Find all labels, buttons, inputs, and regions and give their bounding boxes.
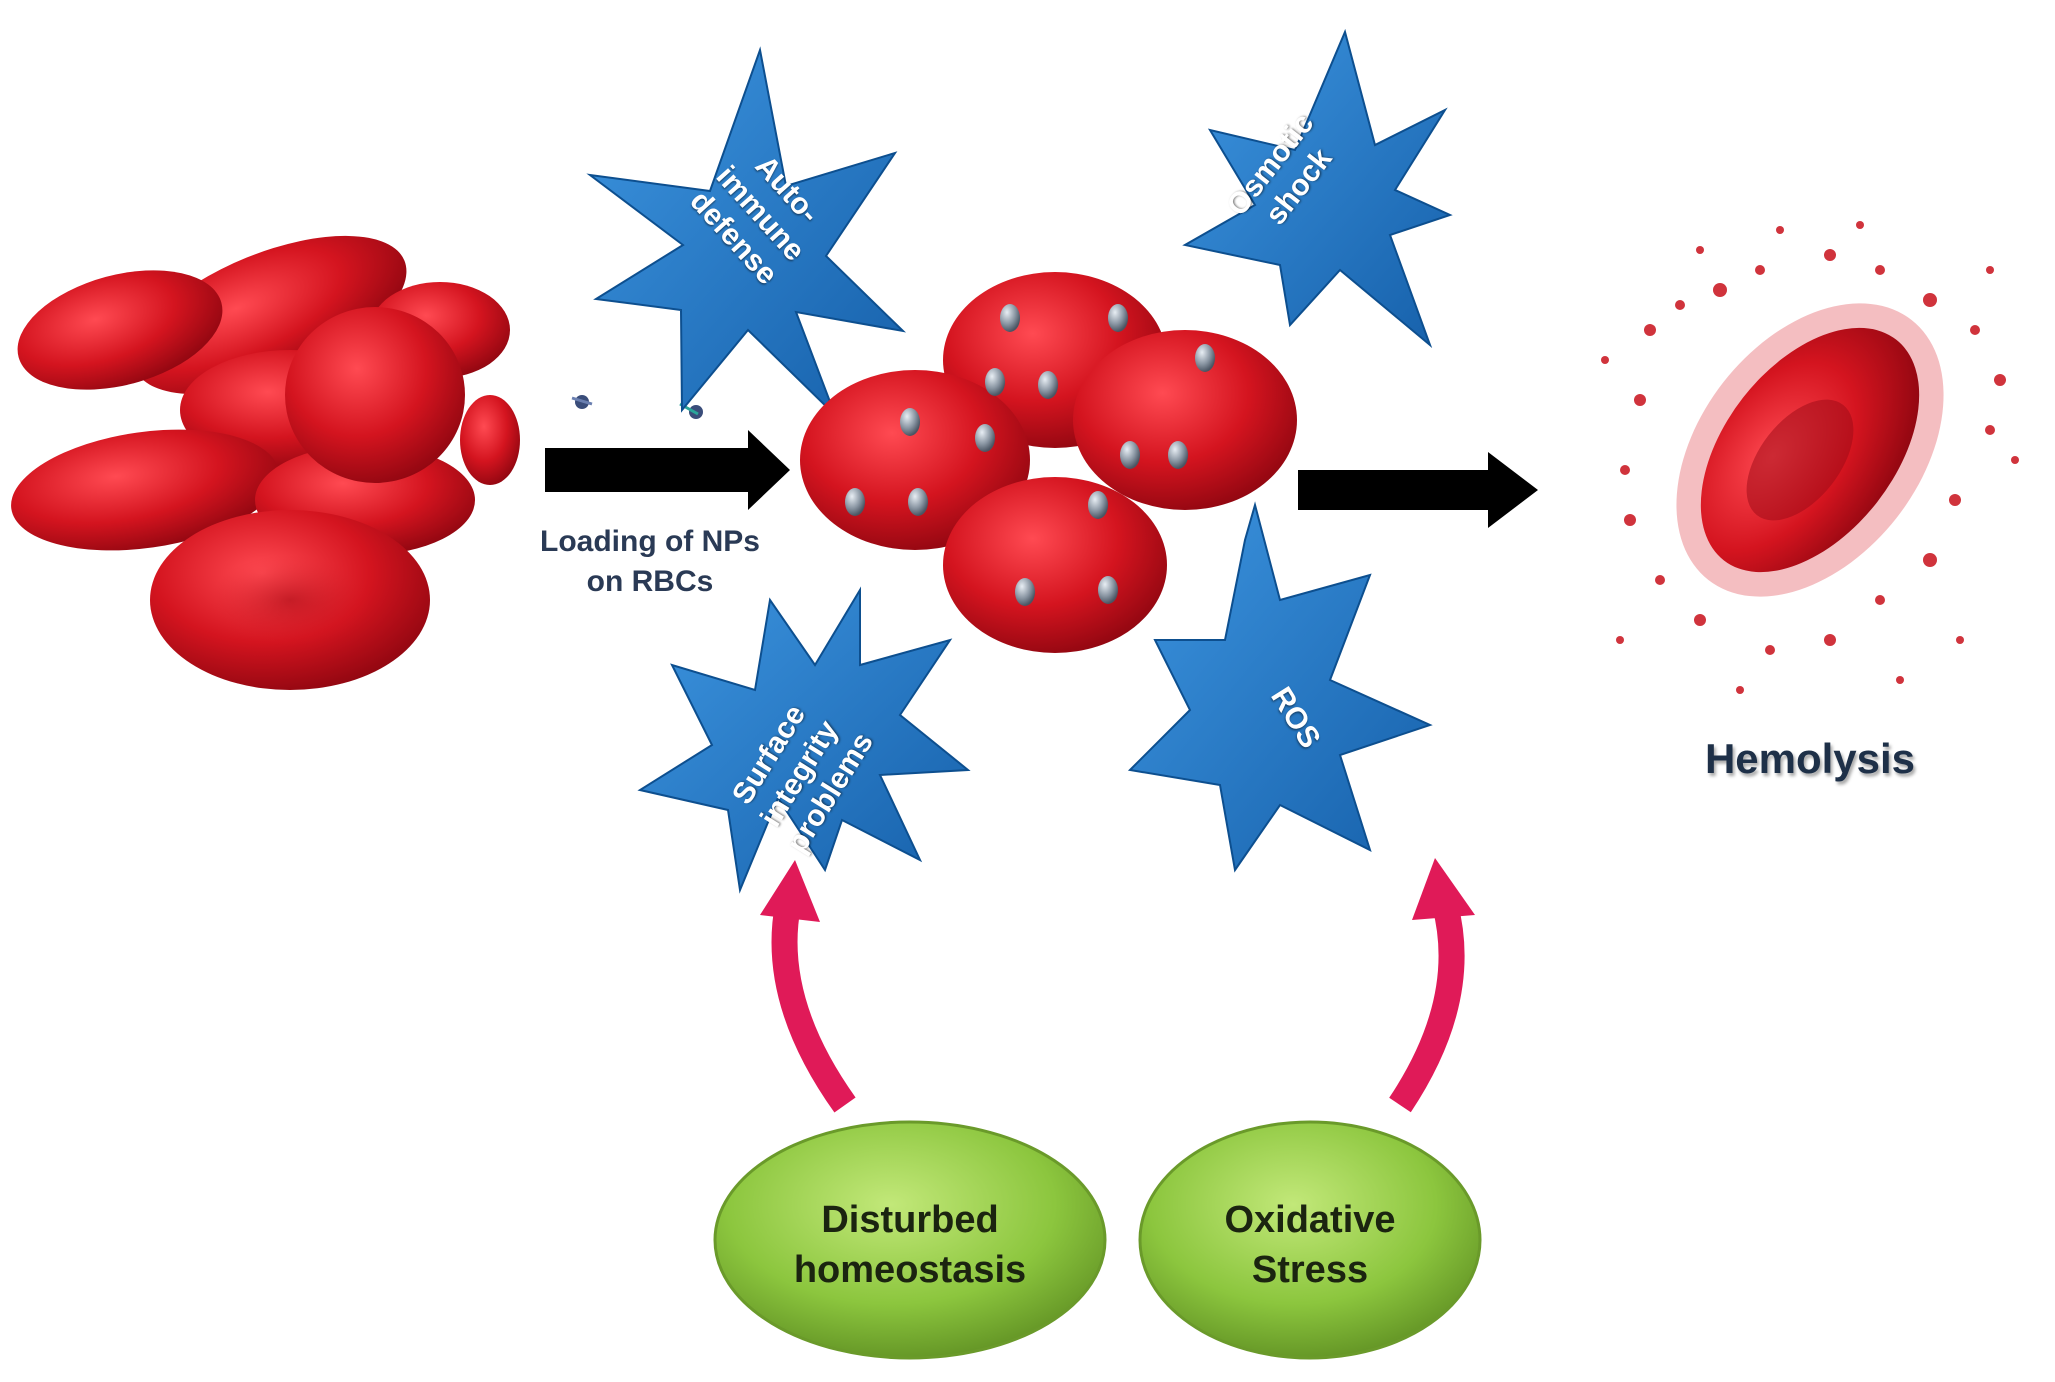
nanoparticle-icons (571, 395, 703, 419)
ruptured-rbc (1601, 221, 2019, 694)
arrow-hemolysis (1298, 452, 1538, 528)
autoimmune-defense-star (586, 46, 907, 416)
rbc-cell (17, 270, 223, 390)
rbc-cell (285, 307, 465, 483)
curved-arrow-oxidative (1389, 858, 1475, 1113)
oxidative-stress-label: Oxidative Stress (1224, 1199, 1396, 1291)
oxidative-stress-oval (1138, 1120, 1482, 1360)
rbc-cell (133, 235, 407, 395)
loaded-rbc (1073, 330, 1297, 510)
nanoparticle-dots (845, 304, 1215, 606)
curved-arrow-homeostasis (760, 860, 856, 1113)
hemolysis-label: Hemolysis (1704, 735, 1916, 782)
osmotic-shock-star (1182, 28, 1453, 349)
loading-nps-label: Loading of NPs on RBCs (540, 525, 760, 598)
rbc-cell (460, 395, 520, 485)
normal-rbc-cluster (11, 235, 520, 690)
arrow-loading (545, 430, 790, 510)
rbc-cell (11, 429, 279, 551)
nanoparticle-loaded-rbcs (800, 272, 1297, 653)
surface-integrity-star (637, 586, 971, 894)
disturbed-homeostasis-label: Disturbed homeostasis (793, 1199, 1027, 1291)
ros-star (1127, 501, 1433, 873)
disturbed-homeostasis-oval (713, 1120, 1107, 1360)
loaded-rbc (943, 477, 1167, 653)
